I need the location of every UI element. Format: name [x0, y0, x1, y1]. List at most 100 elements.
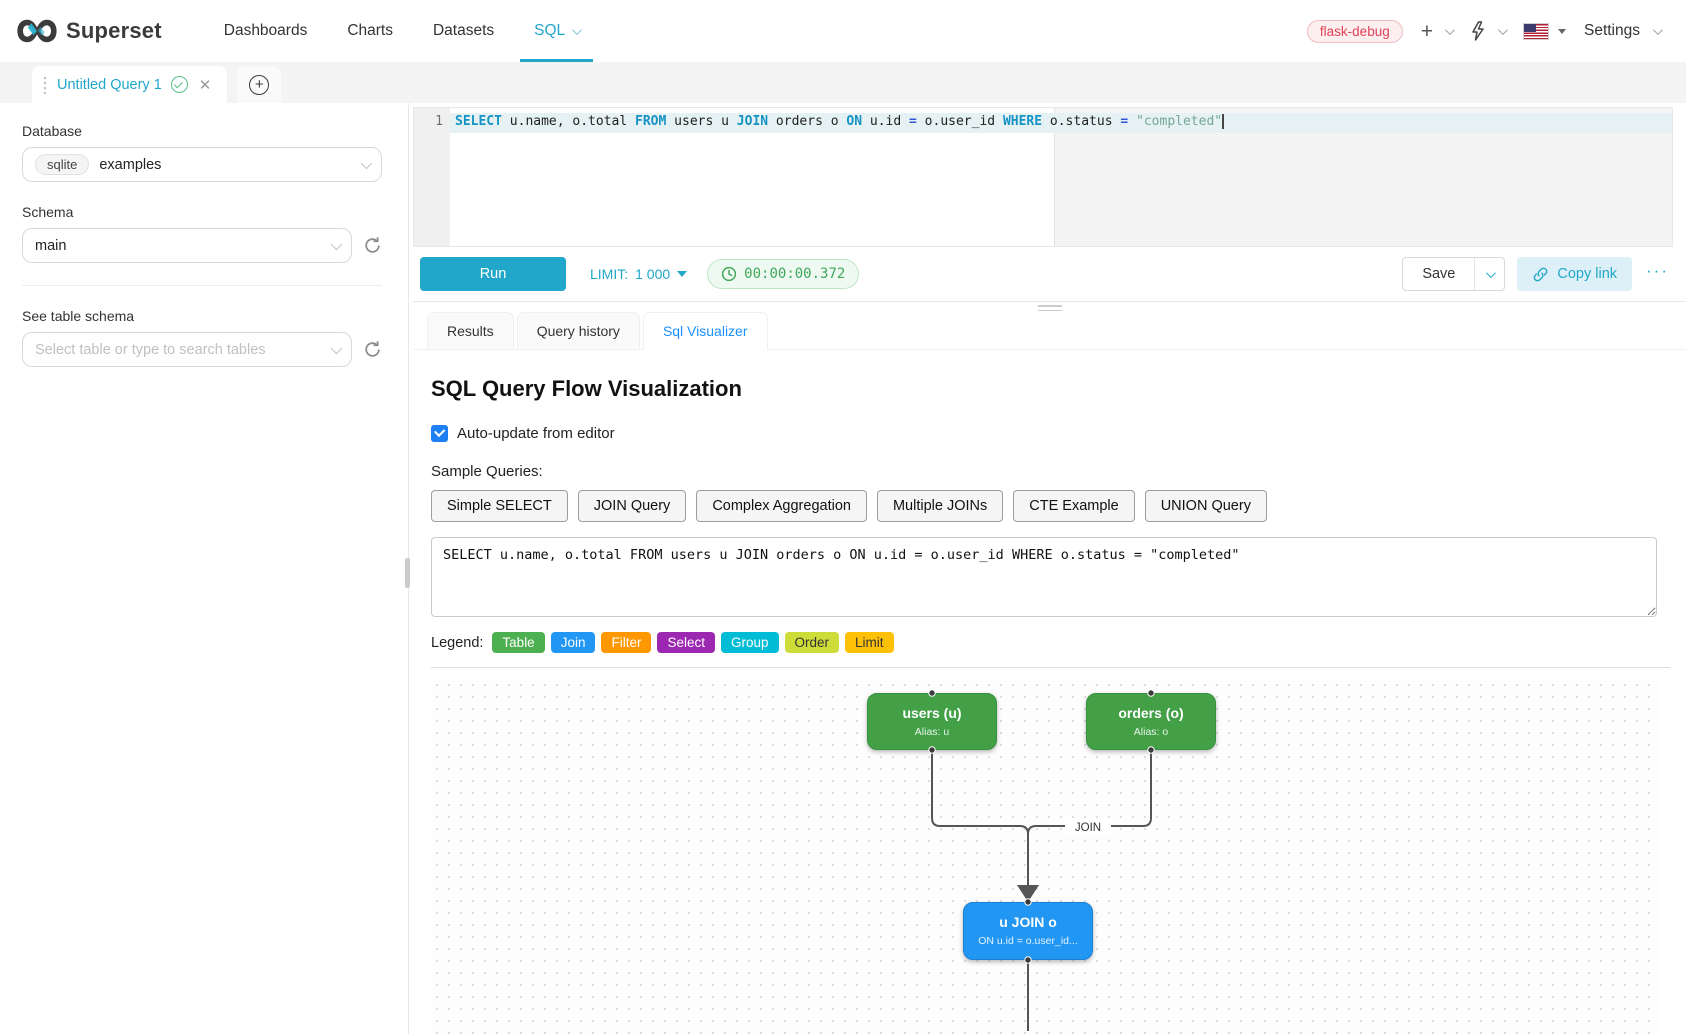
timer-value: 00:00:00.372 — [744, 266, 846, 282]
main-nav: Dashboards Charts Datasets SQL — [204, 0, 599, 62]
schema-select[interactable]: main — [22, 228, 352, 263]
sample-query-join[interactable]: JOIN Query — [577, 490, 687, 522]
editor-results-divider — [413, 301, 1686, 311]
copy-link-button[interactable]: Copy link — [1517, 257, 1633, 291]
sample-query-complex-aggregation[interactable]: Complex Aggregation — [696, 490, 867, 522]
save-options-button[interactable] — [1474, 258, 1504, 290]
caret-down-icon — [677, 271, 688, 277]
node-subtitle: Alias: u — [914, 726, 950, 738]
sql-code-line: SELECT u.name, o.total FROM users u JOIN… — [455, 114, 1225, 129]
checkbox-checked-icon[interactable] — [431, 425, 448, 442]
sample-query-multiple-joins[interactable]: Multiple JOINs — [876, 490, 1004, 522]
query-tab[interactable]: Untitled Query 1 ✕ — [32, 66, 228, 103]
line-number: 1 — [435, 114, 443, 129]
query-input-textarea[interactable] — [431, 537, 1657, 617]
content-divider — [431, 667, 1670, 668]
close-tab-icon[interactable]: ✕ — [198, 76, 212, 94]
top-navbar: Superset Dashboards Charts Datasets SQL … — [0, 0, 1686, 62]
tab-query-history[interactable]: Query history — [516, 312, 640, 349]
limit-value: 1 000 — [635, 266, 671, 282]
table-select[interactable]: Select table or type to search tables — [22, 332, 352, 367]
sql-token: "completed" — [1136, 114, 1223, 129]
nav-item-datasets[interactable]: Datasets — [432, 22, 495, 39]
node-title: u JOIN o — [999, 914, 1057, 930]
editor-gutter: 1 — [414, 108, 450, 246]
refresh-icon[interactable] — [363, 236, 382, 255]
schema-label: Schema — [22, 204, 74, 220]
settings-menu[interactable]: Settings — [1584, 22, 1663, 40]
arrowhead-icon — [1017, 885, 1039, 902]
language-picker[interactable] — [1522, 22, 1566, 40]
chevron-down-icon — [330, 238, 343, 250]
flow-canvas[interactable]: users (u) Alias: u orders (o) Alias: o u… — [431, 679, 1659, 1034]
flow-node-users[interactable]: users (u) Alias: u — [867, 693, 997, 750]
pane-resize-handle[interactable] — [1037, 305, 1062, 314]
visualizer-title: SQL Query Flow Visualization — [431, 376, 742, 401]
sql-token: o.status — [1042, 114, 1121, 129]
sidebar-resize-handle[interactable] — [404, 103, 413, 1034]
nav-item-sql[interactable]: SQL — [520, 0, 594, 62]
sample-query-union[interactable]: UNION Query — [1144, 490, 1267, 522]
query-tab-title: Untitled Query 1 — [57, 76, 162, 93]
sql-token: orders o — [768, 114, 847, 129]
active-line-highlight — [450, 113, 1672, 133]
save-button[interactable]: Save — [1422, 266, 1456, 282]
edge-label: JOIN — [1075, 822, 1101, 834]
query-timer: 00:00:00.372 — [707, 259, 860, 289]
editor-code-area[interactable]: SELECT u.name, o.total FROM users u JOIN… — [450, 108, 1672, 246]
node-title: users (u) — [902, 705, 962, 721]
node-subtitle: ON u.id = o.user_id... — [978, 935, 1078, 947]
sql-token: users u — [666, 114, 737, 129]
legend-chip-order: Order — [784, 632, 840, 653]
active-nav-underline — [520, 59, 594, 62]
edge-label-bg — [1065, 818, 1111, 835]
flow-node-orders[interactable]: orders (o) Alias: o — [1086, 693, 1216, 750]
plus-circle-icon: + — [249, 74, 270, 95]
database-label: Database — [22, 123, 82, 139]
chevron-down-icon — [1497, 24, 1508, 35]
superset-logo-icon — [17, 19, 57, 43]
sql-token — [1128, 114, 1136, 129]
auto-update-checkbox-row[interactable]: Auto-update from editor — [431, 425, 1670, 442]
nav-item-dashboards[interactable]: Dashboards — [223, 22, 308, 39]
sql-token: WHERE — [1002, 114, 1043, 129]
refresh-icon[interactable] — [363, 340, 382, 359]
nav-item-charts[interactable]: Charts — [347, 22, 393, 39]
query-tab-strip: Untitled Query 1 ✕ + — [0, 62, 1686, 103]
legend-label: Legend: — [431, 634, 484, 651]
sql-editor-pane: 1 SELECT u.name, o.total FROM users u JO… — [413, 103, 1686, 1034]
resize-grip-icon — [405, 558, 410, 588]
sample-queries-label: Sample Queries: — [431, 463, 543, 480]
text-cursor — [1222, 114, 1225, 129]
node-subtitle: Alias: o — [1133, 726, 1169, 738]
flow-node-join[interactable]: u JOIN o ON u.id = o.user_id... — [963, 902, 1093, 960]
environment-badge: flask-debug — [1306, 19, 1403, 43]
superset-logo[interactable]: Superset — [16, 16, 162, 46]
legend-chip-group: Group — [721, 632, 779, 653]
new-item-button[interactable]: + — [1420, 19, 1455, 43]
sql-token: u.id — [862, 114, 910, 129]
result-tabs: Results Query history Sql Visualizer — [413, 312, 1686, 350]
tab-sql-visualizer[interactable]: Sql Visualizer — [642, 312, 768, 350]
new-query-tab-button[interactable]: + — [237, 66, 282, 103]
sample-query-cte[interactable]: CTE Example — [1013, 490, 1135, 522]
sql-token: = — [1120, 114, 1129, 129]
tab-results[interactable]: Results — [427, 312, 514, 349]
database-value: examples — [99, 156, 162, 173]
legend-row: Legend: Table Join Filter Select Group O… — [431, 632, 1670, 653]
chevron-down-icon — [360, 157, 373, 169]
sql-token: ON — [846, 114, 863, 129]
sql-lab-sidebar: Database sqlite examples Schema main See… — [0, 103, 404, 1034]
plus-icon: + — [1420, 19, 1433, 43]
caret-down-icon — [1557, 28, 1566, 34]
sample-query-simple-select[interactable]: Simple SELECT — [431, 490, 568, 522]
legend-chip-limit: Limit — [845, 632, 894, 653]
query-search-button[interactable] — [1470, 21, 1508, 41]
sql-visualizer-panel: SQL Query Flow Visualization Auto-update… — [413, 350, 1686, 1034]
database-select[interactable]: sqlite examples — [22, 147, 382, 182]
limit-dropdown[interactable]: LIMIT: 1 000 — [590, 266, 688, 282]
flow-edges-layer: JOIN — [928, 689, 1155, 1031]
run-button[interactable]: Run — [420, 257, 566, 291]
more-actions-button[interactable]: ··· — [1646, 261, 1669, 280]
sql-code-editor[interactable]: 1 SELECT u.name, o.total FROM users u JO… — [413, 107, 1673, 247]
